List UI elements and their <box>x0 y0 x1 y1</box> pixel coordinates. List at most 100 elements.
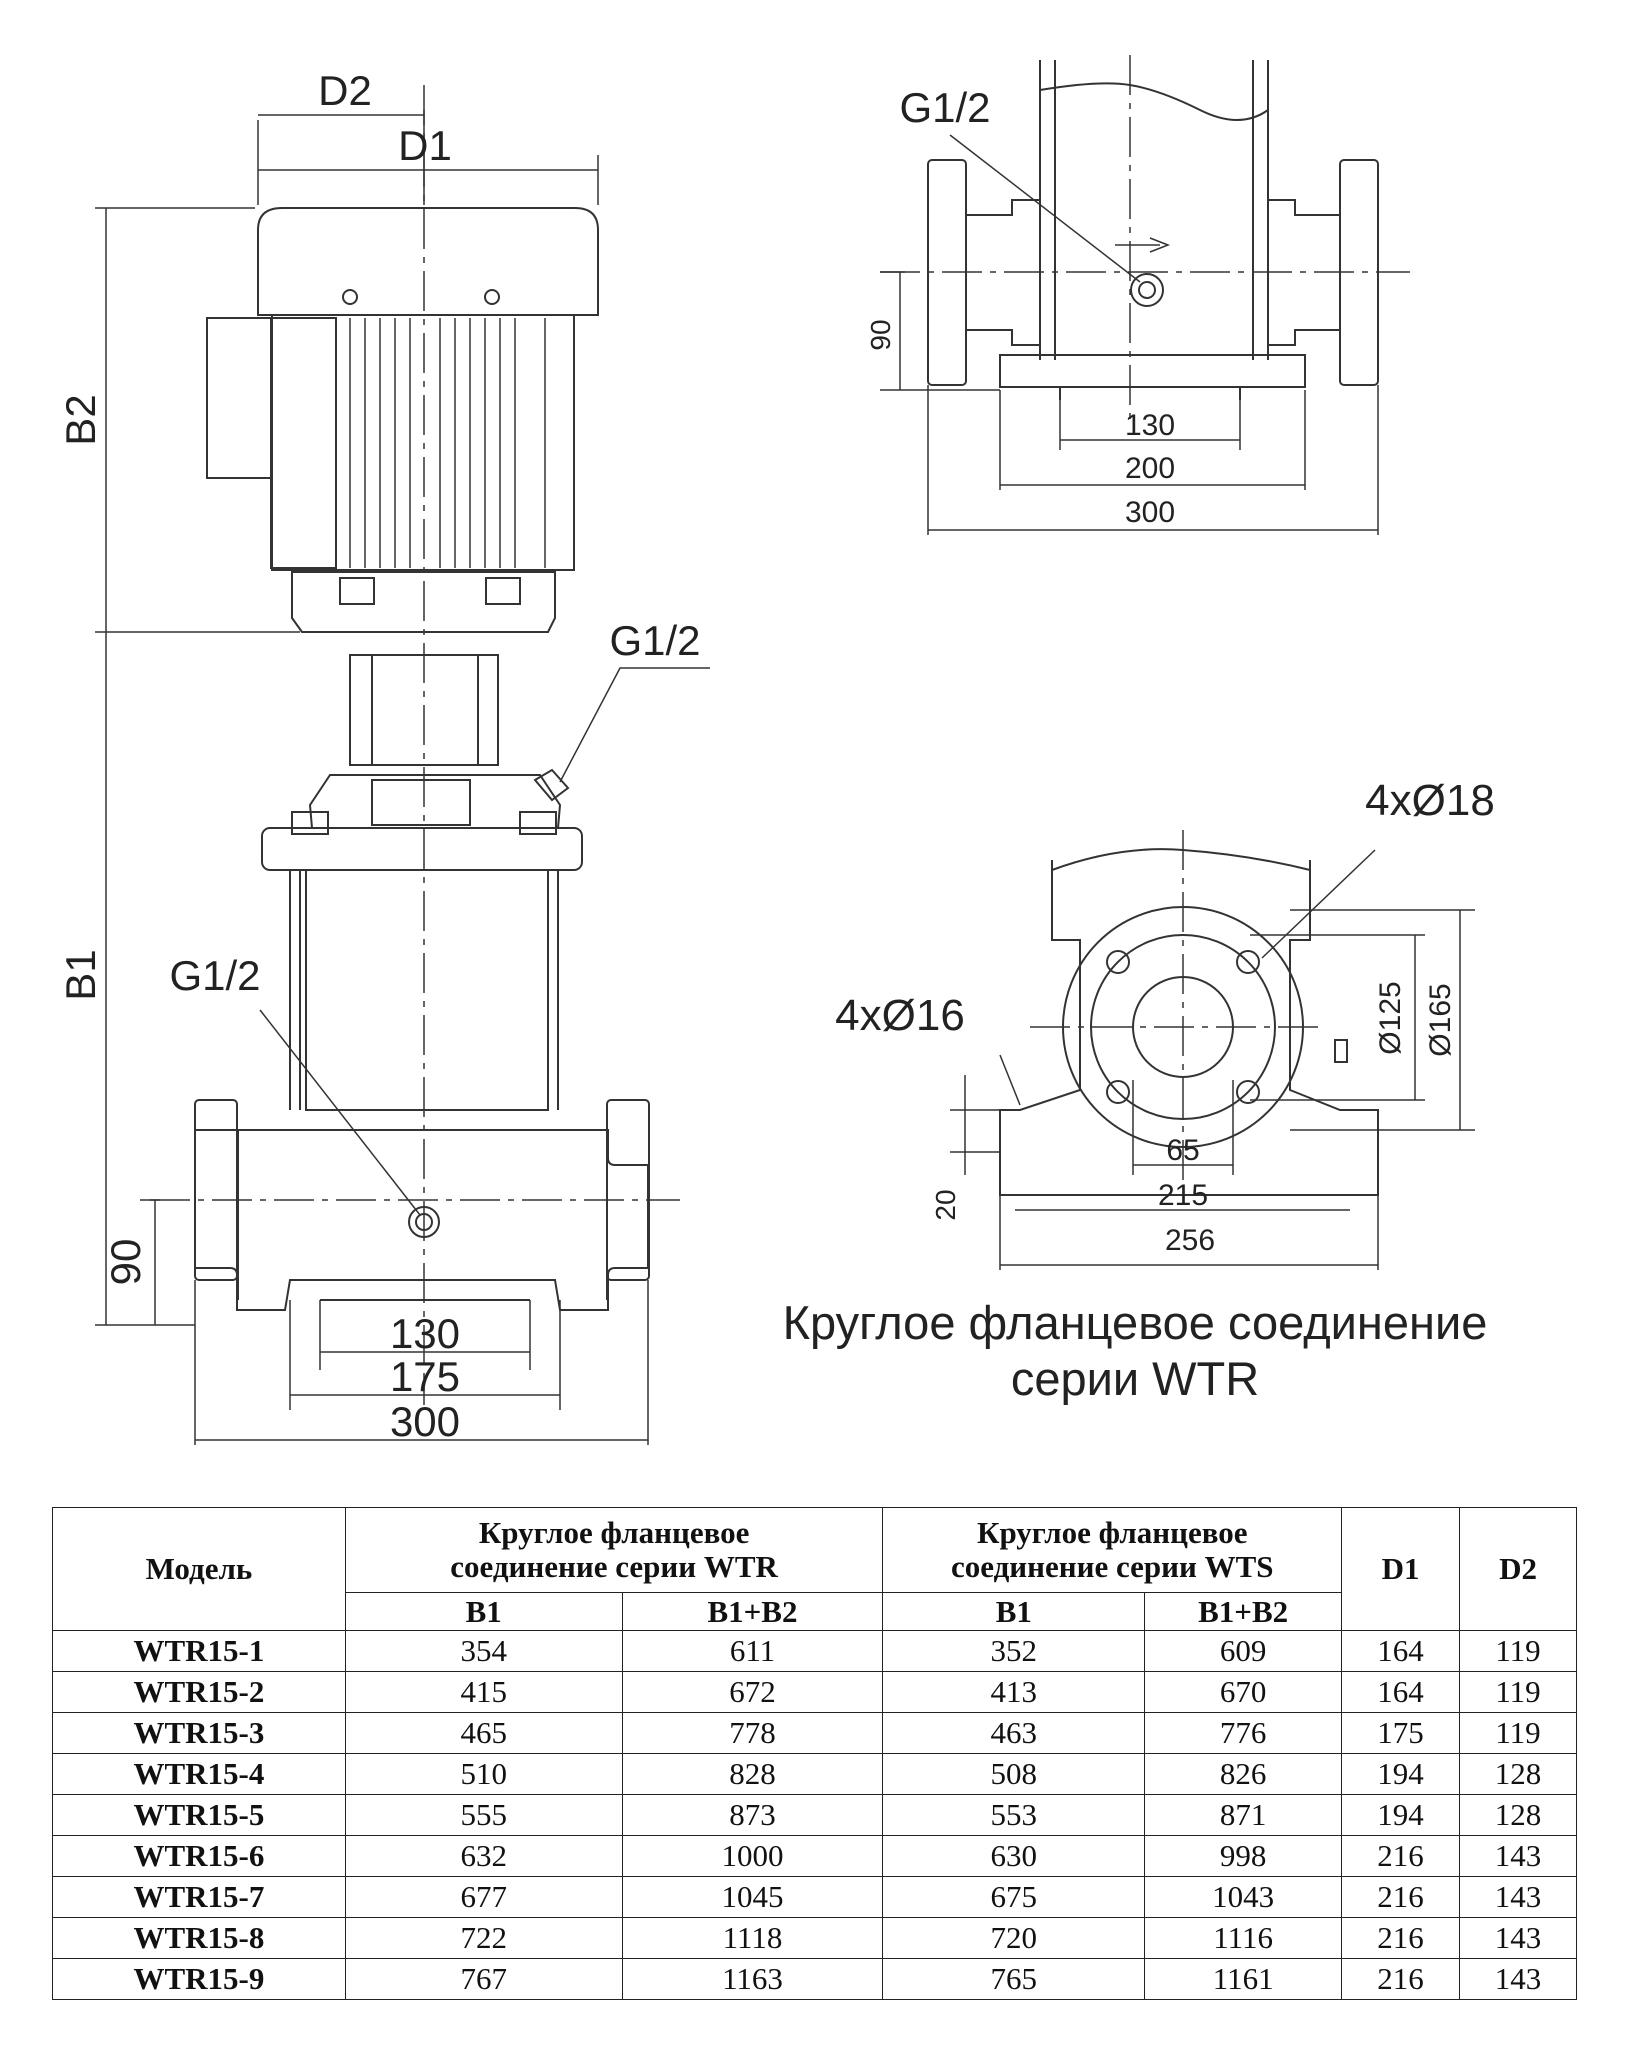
cell-model: WTR15-5 <box>52 1794 346 1836</box>
pump-base <box>194 1129 649 1311</box>
leader-g-top <box>559 667 710 783</box>
label-holes-18: 4xØ18 <box>1365 776 1495 825</box>
drawing-caption: Круглое фланцевое соединение серии WTR <box>690 1295 1580 1407</box>
table-header-row-1: Модель Круглое фланцевое соединение сери… <box>52 1507 1577 1631</box>
cell-wts-b1b2: 776 <box>1144 1712 1343 1754</box>
pump-head <box>308 774 562 829</box>
cell-wtr-b1b2: 611 <box>621 1630 884 1672</box>
header-model: Модель <box>52 1507 346 1631</box>
cell-model: WTR15-2 <box>52 1671 346 1713</box>
cell-wtr-b1: 677 <box>344 1876 623 1918</box>
header-wtr-b1b2: B1+B2 <box>621 1592 884 1631</box>
dim-90-side: 90 <box>865 319 896 350</box>
header-wts-line1: Круглое фланцевое <box>976 1515 1248 1550</box>
bolt-left <box>291 811 329 835</box>
cell-d2: 119 <box>1459 1630 1577 1672</box>
label-g-side: G1/2 <box>899 84 990 131</box>
flange-lug-left <box>339 577 375 605</box>
header-wts-b1: B1 <box>882 1592 1146 1631</box>
cell-wts-b1: 553 <box>882 1794 1146 1836</box>
cell-wts-b1b2: 826 <box>1144 1753 1343 1795</box>
cell-wtr-b1: 465 <box>344 1712 623 1754</box>
cell-d2: 128 <box>1459 1753 1577 1795</box>
leader-g-bottom <box>259 1009 421 1216</box>
leader-18 <box>1261 849 1376 959</box>
cell-wts-b1b2: 998 <box>1144 1835 1343 1877</box>
dimensions-table: Модель Круглое фланцевое соединение сери… <box>52 1507 1577 2000</box>
label-b2: B2 <box>57 394 104 445</box>
cell-model: WTR15-9 <box>52 1958 346 2000</box>
cell-wtr-b1: 767 <box>344 1958 623 2000</box>
cell-d2: 143 <box>1459 1958 1577 2000</box>
front-view: D2 D1 B2 B1 G1/2 G1/2 90 130 175 300 <box>57 67 710 1445</box>
cell-wts-b1: 630 <box>882 1835 1146 1877</box>
label-d1: D1 <box>398 122 452 169</box>
screw-right <box>484 289 500 305</box>
motor-flange <box>291 571 556 633</box>
cell-wts-b1: 675 <box>882 1876 1146 1918</box>
cell-model: WTR15-3 <box>52 1712 346 1754</box>
cell-d1: 216 <box>1341 1876 1461 1918</box>
cell-wts-b1b2: 1161 <box>1144 1958 1343 2000</box>
cell-model: WTR15-7 <box>52 1876 346 1918</box>
cell-d1: 216 <box>1341 1958 1461 2000</box>
cell-wts-b1b2: 1116 <box>1144 1917 1343 1959</box>
screw-left <box>342 289 358 305</box>
cell-d1: 216 <box>1341 1917 1461 1959</box>
side-base <box>999 354 1306 388</box>
cell-wtr-b1: 510 <box>344 1753 623 1795</box>
cell-model: WTR15-4 <box>52 1753 346 1795</box>
cell-d2: 119 <box>1459 1671 1577 1713</box>
cell-wtr-b1: 555 <box>344 1794 623 1836</box>
terminal-box <box>206 317 272 479</box>
cell-d1: 164 <box>1341 1630 1461 1672</box>
motor-fan-cover <box>257 207 599 316</box>
header-wts-line2: соединение серии WTS <box>950 1549 1274 1584</box>
dim-d125: Ø125 <box>1374 981 1407 1054</box>
side-body <box>1039 60 1269 360</box>
cell-wts-b1: 463 <box>882 1712 1146 1754</box>
cell-wtr-b1b2: 1045 <box>621 1876 884 1918</box>
header-wts-b1b2: B1+B2 <box>1144 1592 1343 1631</box>
cell-wts-b1b2: 670 <box>1144 1671 1343 1713</box>
bolt-hole-tr <box>1236 950 1260 974</box>
cell-wtr-b1: 632 <box>344 1835 623 1877</box>
cell-wtr-b1b2: 1118 <box>621 1917 884 1959</box>
coupling <box>349 654 499 766</box>
dim-300-front: 300 <box>390 1398 460 1445</box>
dim-200-side: 200 <box>1125 452 1175 485</box>
outlet-flange-right <box>606 1099 650 1281</box>
cell-wtr-b1: 722 <box>344 1917 623 1959</box>
cell-wts-b1: 720 <box>882 1917 1146 1959</box>
flange-dimensions <box>950 909 1475 1270</box>
side-view: G1/2 90 130 200 300 <box>865 55 1410 535</box>
cell-wtr-b1b2: 778 <box>621 1712 884 1754</box>
dim-256: 256 <box>1165 1224 1215 1257</box>
caption-line-1: Круглое фланцевое соединение <box>782 1296 1488 1349</box>
motor-fins <box>349 318 546 568</box>
cell-wts-b1b2: 1043 <box>1144 1876 1343 1918</box>
header-wtr-line1: Круглое фланцевое <box>478 1515 750 1550</box>
cell-model: WTR15-1 <box>52 1630 346 1672</box>
cell-model: WTR15-6 <box>52 1835 346 1877</box>
motor-body <box>271 314 575 571</box>
label-b1: B1 <box>57 949 104 1000</box>
header-group-wts: Круглое фланцевое соединение серии WTS <box>882 1507 1343 1593</box>
leader-g-side <box>949 134 1141 283</box>
cell-d2: 143 <box>1459 1917 1577 1959</box>
cell-d1: 194 <box>1341 1753 1461 1795</box>
cell-wts-b1: 508 <box>882 1753 1146 1795</box>
dim-90-front: 90 <box>102 1239 149 1286</box>
cell-d1: 175 <box>1341 1712 1461 1754</box>
cell-wts-b1: 765 <box>882 1958 1146 2000</box>
header-wtr-line2: соединение серии WTR <box>450 1549 778 1584</box>
cell-wtr-b1b2: 672 <box>621 1671 884 1713</box>
